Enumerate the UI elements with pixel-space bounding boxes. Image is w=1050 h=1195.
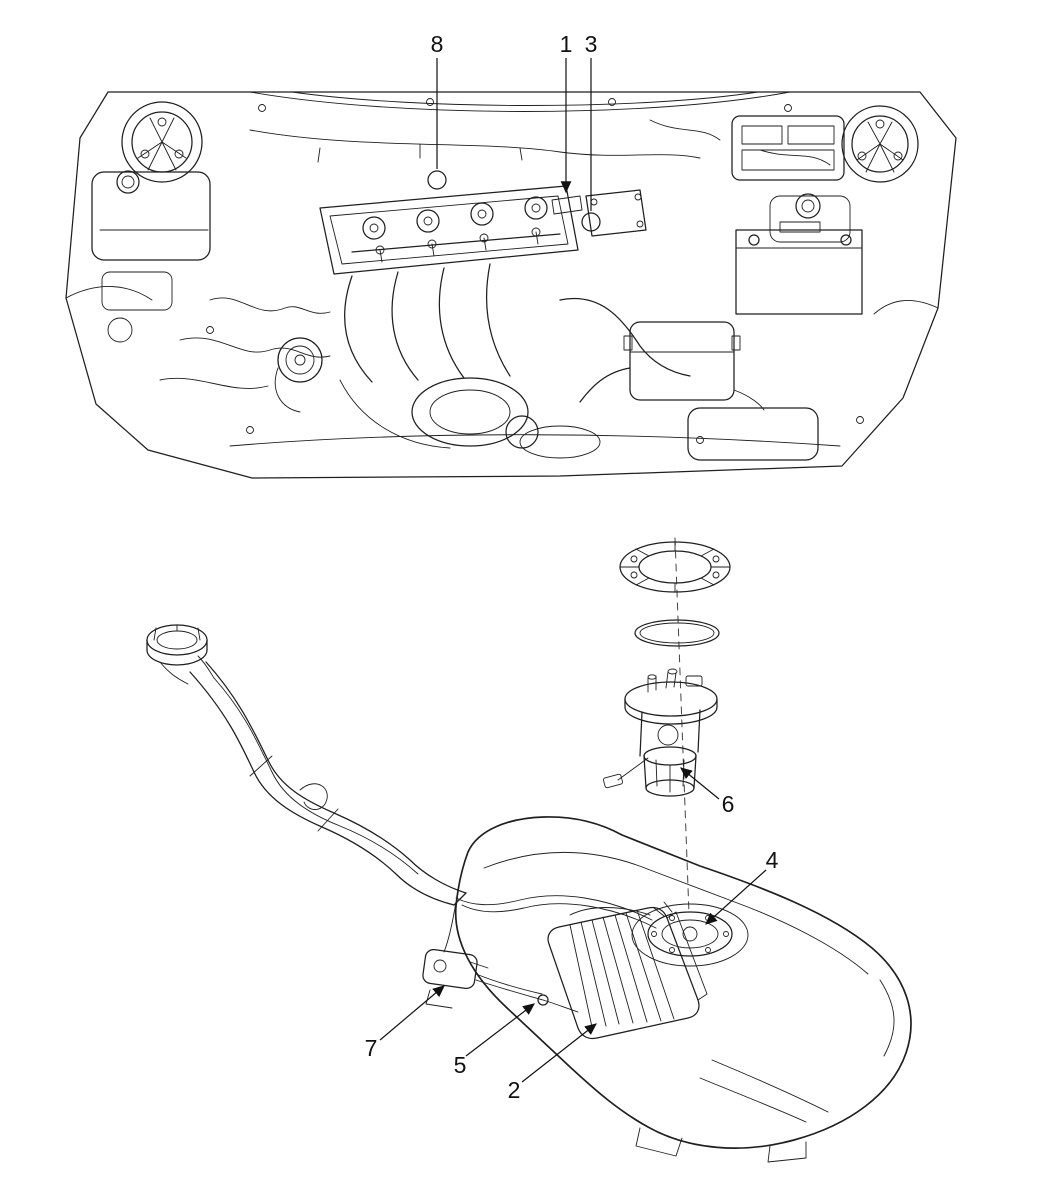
hoses-left [159,129,701,389]
engine-bay-body-outline [65,91,957,479]
callout-4-leader [705,869,767,925]
reservoir-right [769,193,851,243]
strut-tower-right [841,105,919,183]
engine-bay-illustration [65,91,957,479]
air-cleaner-box [579,321,819,461]
callout-2-leader [521,1023,597,1083]
fuse-box [731,115,845,181]
lock-ring [619,541,731,593]
callout-4-label: 4 [766,847,779,873]
engine-mount [585,189,647,237]
fuel-pump-module [603,668,718,797]
alternator [274,337,323,413]
battery [735,221,863,315]
valve-cover [319,185,579,275]
callout-6-label: 6 [722,791,735,817]
callout-6-leader [680,767,720,800]
callout-7-label: 7 [365,1035,378,1061]
fuel-rail [351,227,561,263]
callout-7-leader [379,985,445,1041]
callout-3-label: 3 [585,31,598,57]
callout-2-label: 2 [508,1077,521,1103]
callout-8-target-circle [427,170,447,190]
intake-manifold [339,263,539,449]
hose-clamp-area [475,979,579,1013]
callout-5-leader [465,1003,535,1057]
o-ring-gasket [634,619,720,647]
engine-bay-details [206,98,864,459]
callout-labels: 8 1 3 6 4 7 5 2 [365,31,779,1103]
strut-tower-left [121,101,203,183]
fuel-tank-illustration [146,537,912,1163]
reservoir-left [91,170,211,343]
fuel-filler-neck [146,624,467,953]
canister [547,906,708,1040]
assembly-centerline [674,537,690,915]
callout-1-target-part [551,195,583,215]
callout-1-label: 1 [560,31,573,57]
callout-3-target-circle [581,212,601,232]
fuel-lines [455,895,657,929]
fuel-tank-body [454,816,912,1163]
radiator-hose [559,298,691,377]
valve-assembly [422,948,543,1009]
callout-8-label: 8 [431,31,444,57]
callout-5-label: 5 [454,1052,467,1078]
callout-leaders [379,58,767,1083]
